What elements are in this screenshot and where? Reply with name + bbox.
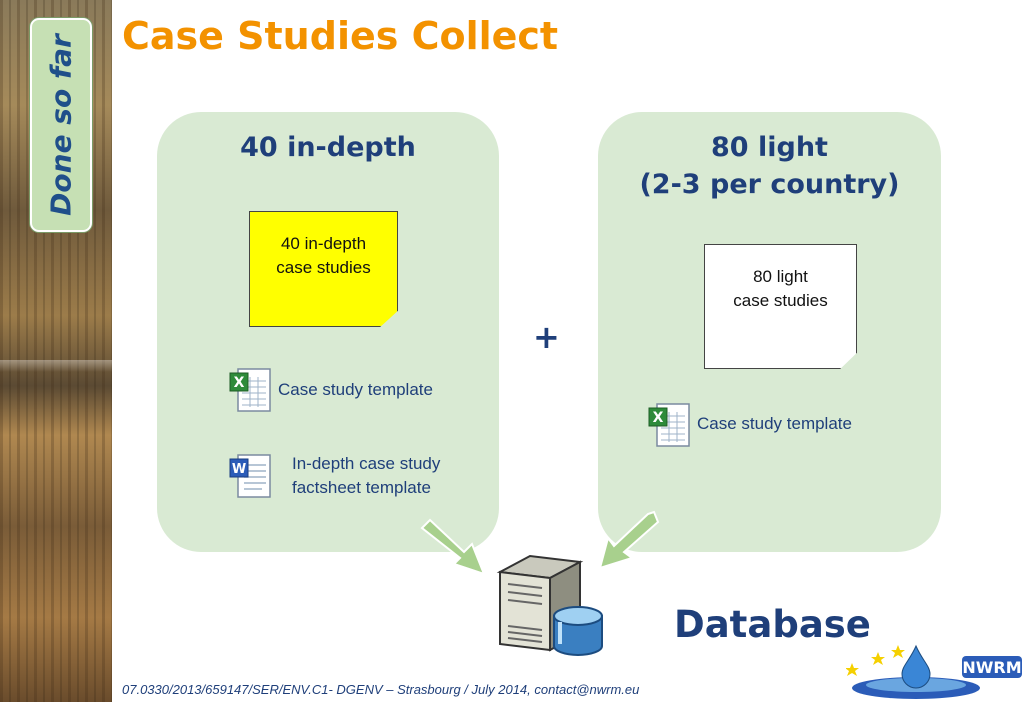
light-note: 80 light case studies [704, 244, 857, 369]
light-heading-line-1: 80 light [711, 132, 828, 163]
light-note-line-2: case studies [733, 291, 828, 310]
in-depth-note-line-2: case studies [276, 258, 371, 277]
factsheet-template-line-2: factsheet template [292, 478, 431, 497]
database-label: Database [674, 603, 871, 646]
factsheet-template-link[interactable]: In-depth case study factsheet template [292, 452, 440, 500]
plus-sign: + [533, 318, 560, 356]
word-icon[interactable]: W [228, 453, 272, 499]
excel-icon[interactable]: X [647, 402, 691, 448]
nwrm-logo-text: NWRM [962, 658, 1021, 677]
footer-reference: 07.0330/2013/659147/SER/ENV.C1- DGENV – … [122, 682, 640, 697]
factsheet-template-line-1: In-depth case study [292, 454, 441, 473]
in-depth-note: 40 in-depth case studies [249, 211, 398, 327]
arrow-down-left-icon [598, 510, 660, 570]
slide-title: Case Studies Collect [122, 14, 559, 58]
in-depth-heading: 40 in-depth [240, 132, 416, 163]
case-study-template-link-right[interactable]: Case study template [697, 414, 852, 433]
in-depth-panel: 40 in-depth [157, 112, 499, 552]
arrow-down-right-icon [420, 518, 486, 576]
in-depth-note-line-1: 40 in-depth [280, 234, 367, 253]
light-heading-line-2: (2-3 per country) [639, 169, 900, 200]
excel-icon[interactable]: X [228, 367, 272, 413]
done-so-far-tab: Done so far [30, 18, 92, 232]
light-note-line-1: 80 light [753, 267, 808, 286]
nwrm-logo: NWRM [846, 644, 1022, 699]
database-server-icon [496, 554, 603, 656]
svg-text:W: W [232, 462, 246, 477]
done-so-far-label: Done so far [44, 34, 78, 216]
case-study-template-link[interactable]: Case study template [278, 380, 433, 399]
svg-text:X: X [234, 375, 245, 391]
svg-text:X: X [653, 410, 664, 426]
